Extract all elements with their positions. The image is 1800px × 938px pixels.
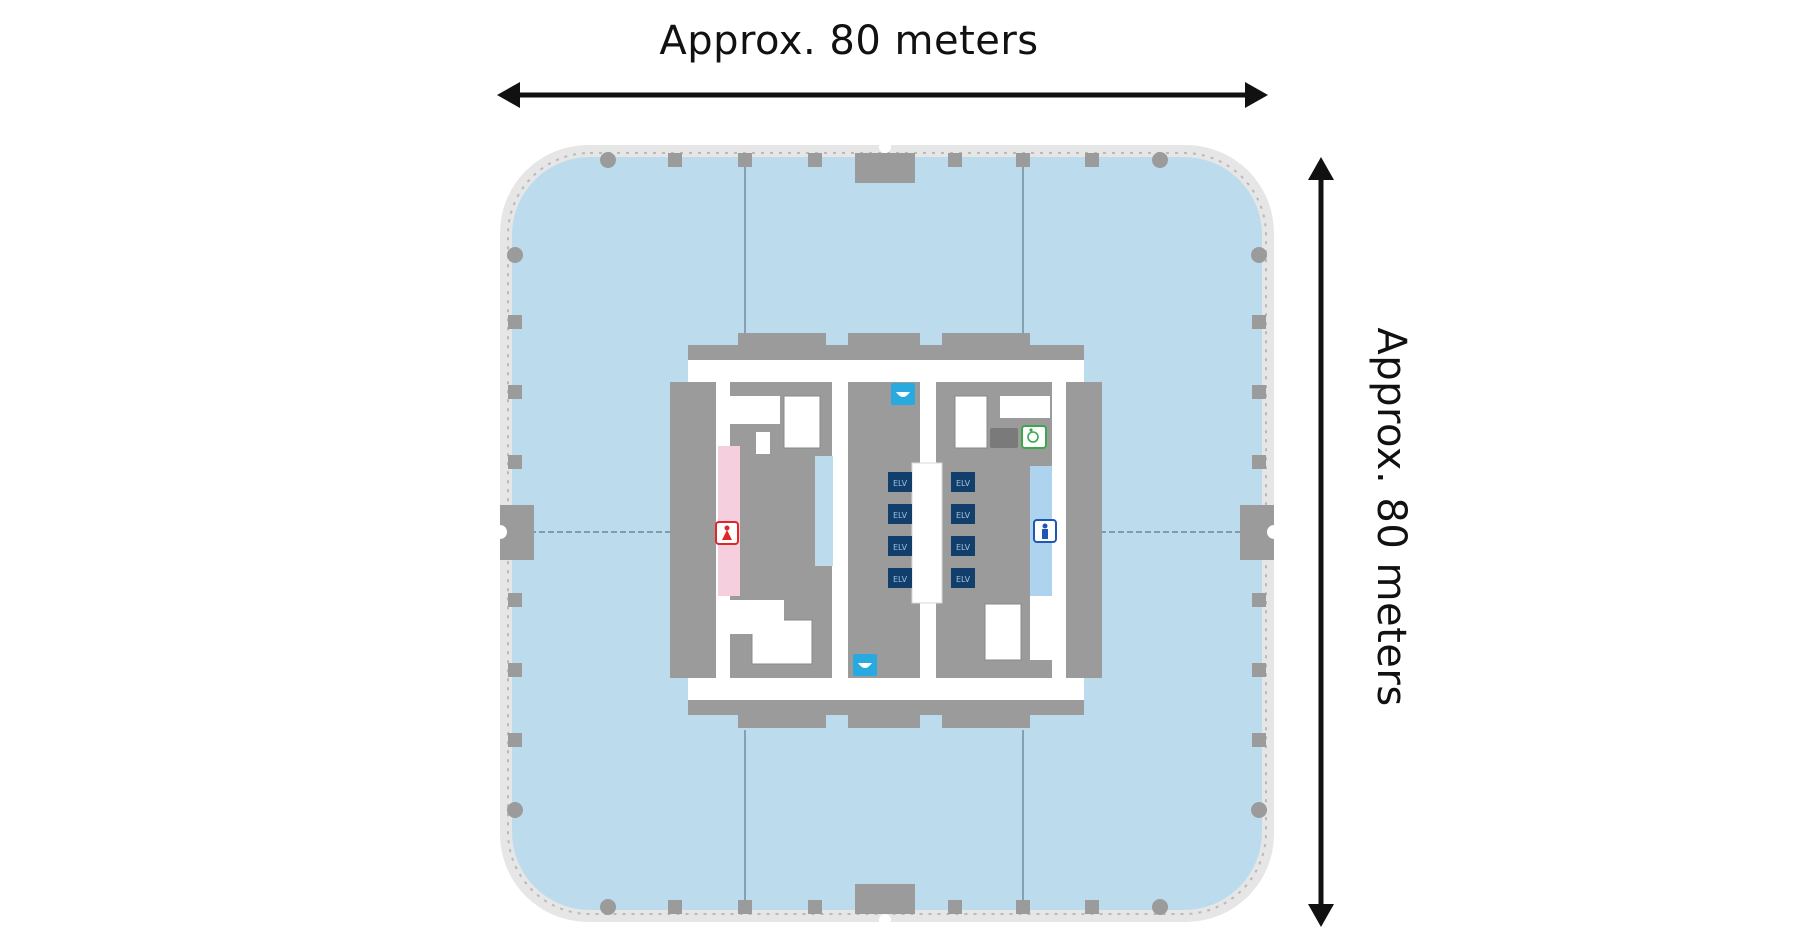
elevator-car (951, 536, 975, 556)
elevator-label: ELV (956, 543, 971, 552)
notch (879, 141, 891, 153)
elevator-car (951, 472, 975, 492)
side-column (855, 884, 915, 914)
perimeter-column (738, 900, 752, 914)
elevator-label: ELV (956, 511, 971, 520)
perimeter-column (1252, 385, 1266, 399)
side-column (855, 153, 915, 183)
wheelchair-icon (1021, 425, 1047, 449)
stairwell (728, 395, 1052, 665)
corridor-east (1052, 360, 1066, 700)
perimeter-column (508, 593, 522, 607)
perimeter-column (948, 153, 962, 167)
perimeter-column (507, 247, 523, 263)
notch (1267, 525, 1281, 539)
elevator-car (951, 568, 975, 588)
perimeter-column (600, 152, 616, 168)
elevator-car (888, 568, 912, 588)
perimeter-column (600, 899, 616, 915)
perimeter-column (1252, 455, 1266, 469)
elevator-label: ELV (893, 479, 908, 488)
core-bump (848, 333, 920, 347)
perimeter-column (1152, 899, 1168, 915)
perimeter-column (508, 385, 522, 399)
elevator-label: ELV (956, 479, 971, 488)
height-dimension-arrow (1308, 157, 1334, 927)
elevator-label: ELV (893, 543, 908, 552)
elevator-car (888, 472, 912, 492)
core-bump (848, 712, 920, 728)
perimeter-column (1251, 247, 1267, 263)
perimeter-column (1252, 315, 1266, 329)
perimeter-column (508, 315, 522, 329)
arrow-left-head-icon (497, 82, 520, 108)
elevator-banks: ELV ELV ELV ELV ELV ELV ELV ELV (888, 472, 975, 588)
core-bump (942, 333, 1030, 347)
corridor-north (688, 360, 1084, 382)
perimeter-column (508, 663, 522, 677)
perimeter-column (1016, 900, 1030, 914)
width-dimension-label: Approx. 80 meters (659, 18, 1039, 64)
perimeter-column (1152, 152, 1168, 168)
arrow-right-head-icon (1245, 82, 1268, 108)
core-wall-right (1072, 382, 1102, 678)
arrow-up-head-icon (1308, 157, 1334, 180)
perimeter-column (507, 802, 523, 818)
perimeter-column (1085, 153, 1099, 167)
perimeter-column (1251, 802, 1267, 818)
corridor-center-left (832, 360, 848, 700)
mens-restroom-icon (1033, 519, 1057, 543)
building-core: ELV ELV ELV ELV ELV ELV ELV ELV (670, 333, 1102, 728)
core-bump (738, 712, 826, 728)
perimeter-column (808, 900, 822, 914)
core-bump (942, 712, 1030, 728)
perimeter-column (508, 733, 522, 747)
elevator-label: ELV (893, 575, 908, 584)
core-wall-left (670, 382, 700, 678)
perimeter-column (1016, 153, 1030, 167)
perimeter-columns (507, 152, 1267, 915)
perimeter-column (668, 900, 682, 914)
perimeter-column (508, 455, 522, 469)
notch (879, 914, 891, 926)
elevator-car (888, 504, 912, 524)
perimeter-column (1252, 663, 1266, 677)
perimeter-column (738, 153, 752, 167)
elevator-label: ELV (893, 511, 908, 520)
corridor-south (688, 678, 1084, 700)
kitchenette-icon (853, 654, 877, 676)
elevator-car (888, 536, 912, 556)
womens-restroom-icon (715, 521, 739, 545)
storage-room-icon (990, 428, 1018, 448)
perimeter-column (668, 153, 682, 167)
elevator-car (951, 504, 975, 524)
perimeter-column (1252, 733, 1266, 747)
perimeter-column (948, 900, 962, 914)
perimeter-column (808, 153, 822, 167)
width-dimension-arrow (497, 82, 1268, 108)
perimeter-column (1085, 900, 1099, 914)
elevator-lobby (911, 462, 943, 604)
arrow-down-head-icon (1308, 904, 1334, 927)
elevator-label: ELV (956, 575, 971, 584)
open-atrium (815, 456, 833, 566)
kitchenette-icon (891, 383, 915, 405)
perimeter-column (1252, 593, 1266, 607)
notch (493, 525, 507, 539)
core-bump (738, 333, 826, 347)
